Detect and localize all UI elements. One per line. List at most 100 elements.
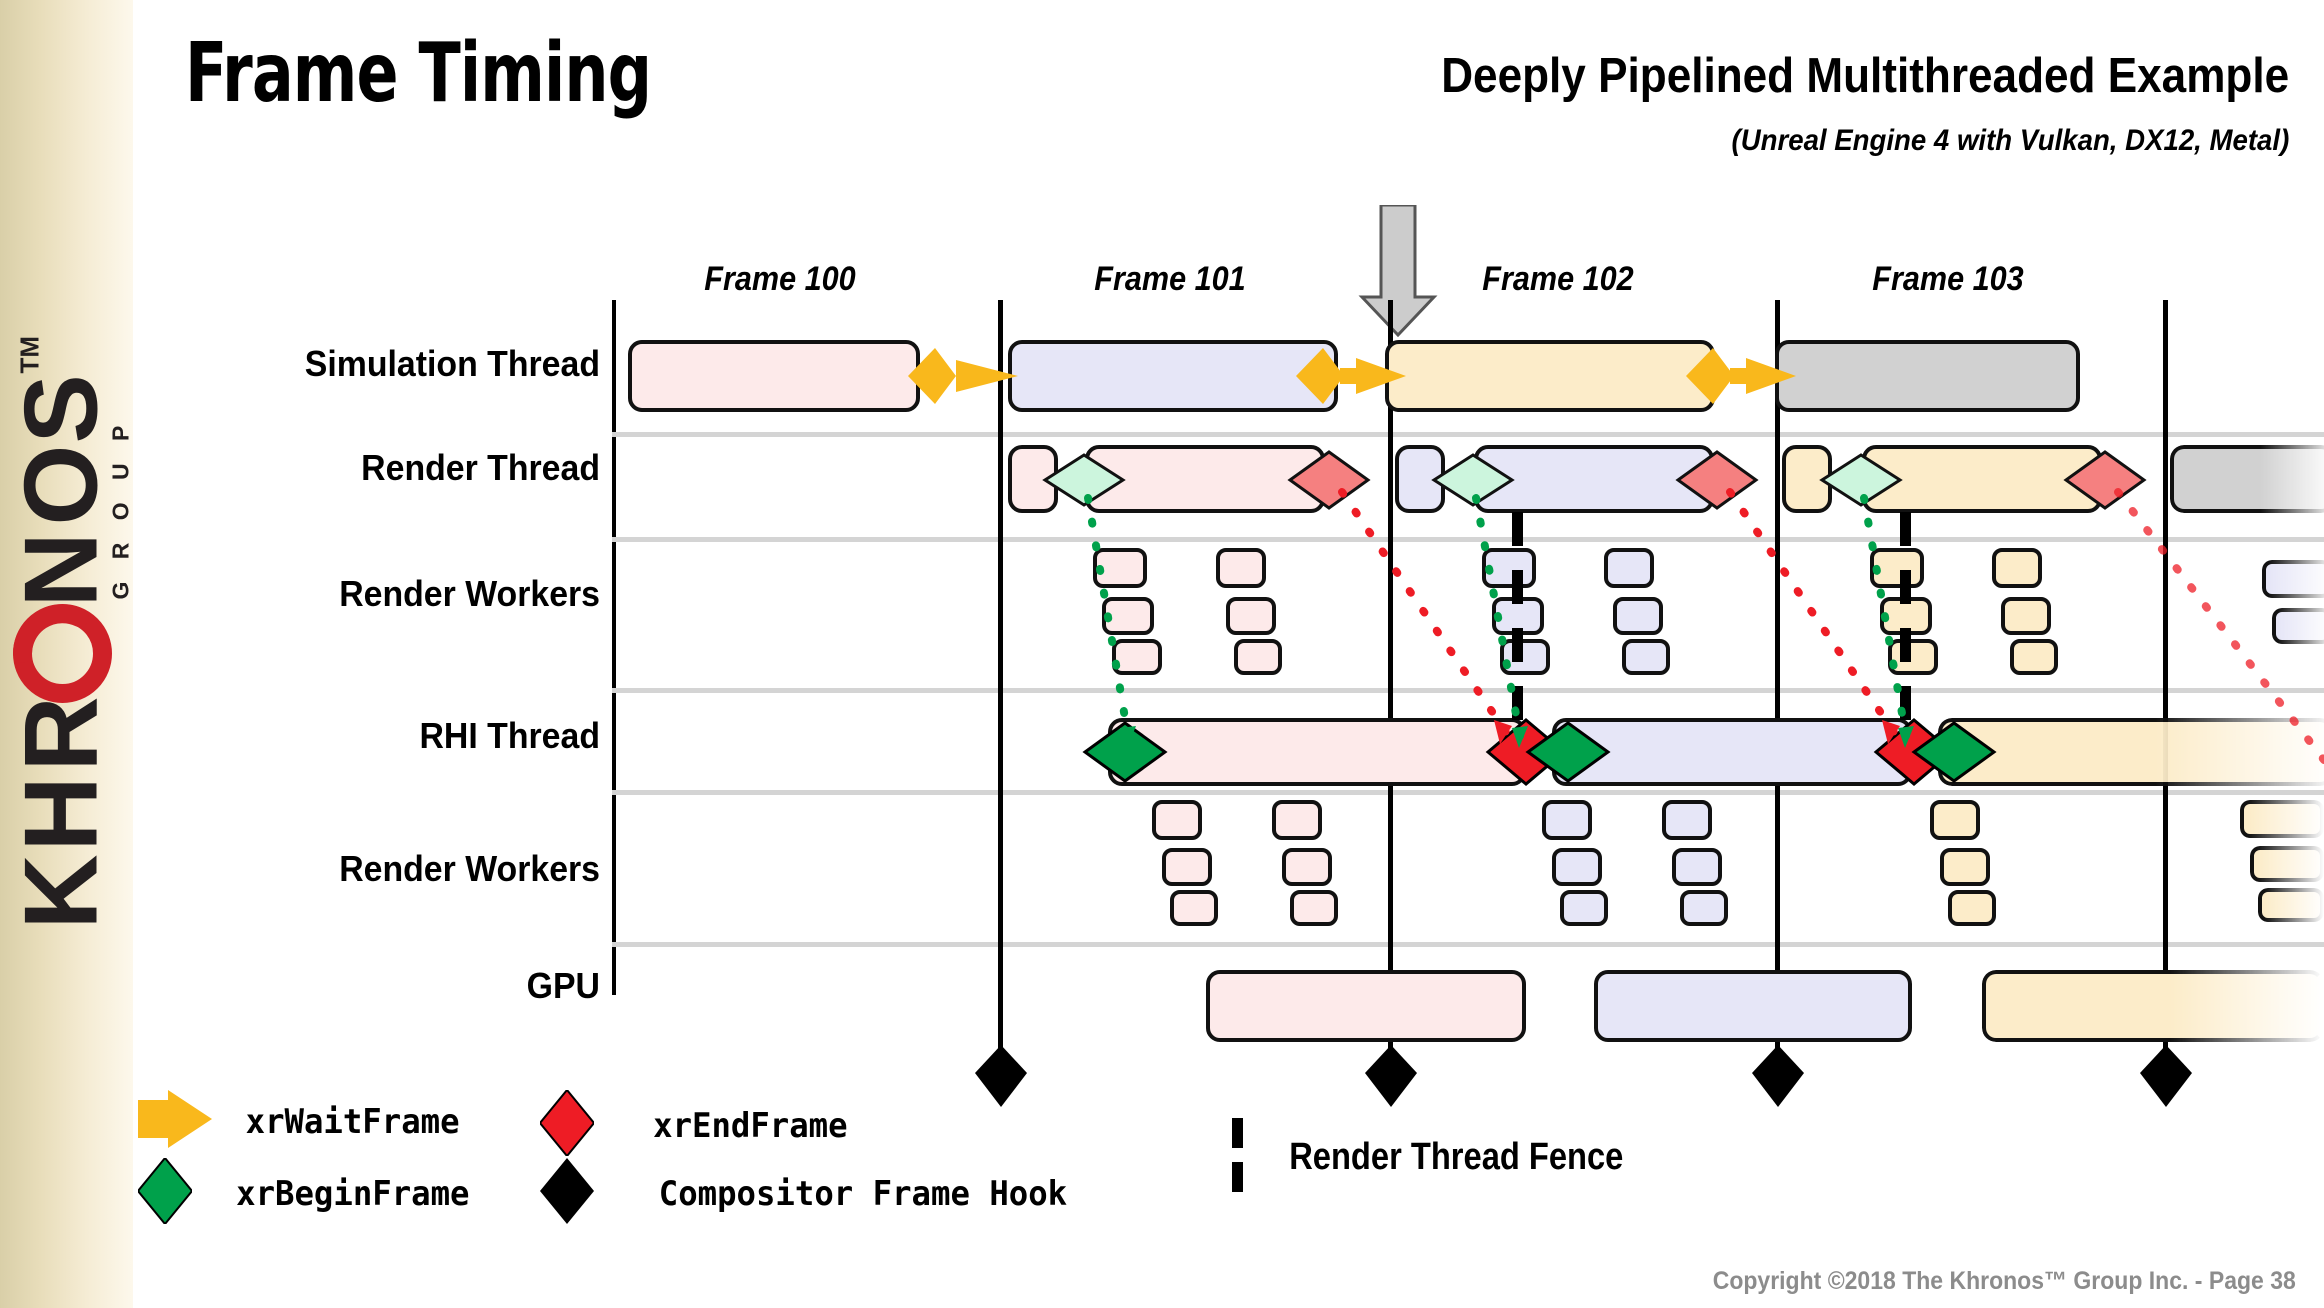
page-title: Frame Timing (185, 26, 652, 121)
legend-item-render-thread-fence[interactable]: Render Thread Fence (1230, 1118, 1651, 1197)
legend-label-xrbeginframe: xrBeginFrame (236, 1173, 470, 1214)
khronos-wordmark-s: S (4, 371, 120, 443)
worker2-block (1940, 848, 1990, 886)
rowsep-4 (612, 790, 2324, 795)
frame-boundary-103-104 (2163, 300, 2168, 1060)
rhi-block-frame100[interactable] (1108, 718, 1526, 786)
render-thread-begin-fence-pale-2 (1431, 453, 1515, 507)
compositor-frame-hook-marker-3 (1752, 1045, 1804, 1107)
worker2-block (1152, 800, 1202, 840)
rowsep-1 (612, 432, 2324, 437)
sim-block-frame103[interactable] (1775, 340, 2080, 412)
worker2-block (1672, 848, 1722, 886)
worker2-block (1552, 848, 1602, 886)
sim-block-frame101[interactable] (1008, 340, 1338, 412)
frame-boundary-100-101 (998, 300, 1003, 1060)
worker2-block (1282, 848, 1332, 886)
render-thread-end-fence-pale-2 (1675, 450, 1759, 510)
worker1-block (1500, 639, 1550, 675)
worker1-block (1234, 639, 1282, 675)
sim-block-frame102[interactable] (1385, 340, 1715, 412)
render-thread-fence-icon (1230, 1118, 1246, 1197)
row-label-rhi-thread: RHI Thread (419, 715, 600, 756)
sim-block-frame100[interactable] (628, 340, 920, 412)
legend-item-xrbeginframe[interactable]: xrBeginFrame (136, 1156, 476, 1229)
rowsep-5 (612, 942, 2324, 947)
worker1-block (1482, 548, 1536, 588)
khronos-tm-icon: TM (15, 336, 45, 374)
row-label-simulation-thread: Simulation Thread (304, 343, 600, 384)
xrbeginframe-marker-2 (1525, 721, 1611, 783)
render-thread-block-frame103[interactable] (2170, 445, 2324, 513)
compositor-frame-hook-marker-4 (2140, 1045, 2192, 1107)
xrbeginframe-icon (136, 1156, 194, 1229)
brand-strip: K H R N O S TM G R O U P (0, 0, 136, 1308)
xrwaitframe-marker-3 (1686, 348, 1796, 404)
worker1-block (2010, 639, 2058, 675)
worker1-block (2001, 597, 2051, 635)
khronos-logo: K H R N O S TM G R O U P (1, 330, 136, 930)
worker1-block (1613, 597, 1663, 635)
gpu-block-frame102[interactable] (1982, 970, 2324, 1042)
legend-label-render-thread-fence: Render Thread Fence (1289, 1136, 1624, 1178)
legend-item-xrendframe[interactable]: xrEndFrame (538, 1088, 853, 1161)
worker1-block (1112, 639, 1162, 675)
compositor-frame-hook-marker-2 (1365, 1045, 1417, 1107)
frame-boundary-102-103 (1775, 300, 1780, 1060)
worker2-block (1170, 890, 1218, 926)
frame-boundary-101-102 (1388, 300, 1393, 1060)
render-thread-fence-2 (1900, 512, 1911, 722)
gpu-block-frame101[interactable] (1594, 970, 1912, 1042)
worker1-block (1888, 639, 1938, 675)
legend-label-xrwaitframe: xrWaitFrame (245, 1101, 460, 1142)
worker2-block (1662, 800, 1712, 840)
row-label-render-workers-2: Render Workers (339, 848, 600, 889)
worker1-block (1604, 548, 1654, 588)
khronos-group-label: G R O U P (108, 418, 134, 600)
worker1-block (1102, 597, 1154, 635)
worker2-block (1560, 890, 1608, 926)
worker1-block (2272, 608, 2324, 644)
subtitle-sub: (Unreal Engine 4 with Vulkan, DX12, Meta… (1731, 124, 2289, 157)
frame-label-100: Frame 100 (704, 260, 856, 298)
copyright-notice: Copyright ©2018 The Khronos™ Group Inc. … (1712, 1267, 2296, 1295)
gpu-block-frame100[interactable] (1206, 970, 1526, 1042)
worker1-block (1870, 548, 1924, 588)
worker2-block (1948, 890, 1996, 926)
frame-pointer-arrow-icon (1358, 203, 1438, 342)
xrbeginframe-marker-3 (1911, 721, 1997, 783)
timeline-axis (612, 300, 616, 995)
subtitle-main: Deeply Pipelined Multithreaded Example (1441, 49, 2289, 103)
legend-label-compositor-frame-hook: Compositor Frame Hook (658, 1173, 1068, 1214)
khronos-wordmark-r: R (4, 693, 120, 771)
worker2-block (1162, 848, 1212, 886)
legend-item-compositor-frame-hook[interactable]: Compositor Frame Hook (540, 1158, 1078, 1229)
rowsep-3 (612, 688, 2324, 693)
xrwaitframe-marker-2 (1296, 348, 1406, 404)
legend-item-xrwaitframe[interactable]: xrWaitFrame (138, 1090, 465, 1153)
worker2-block (1542, 800, 1592, 840)
render-thread-fence-1 (1512, 512, 1523, 722)
worker2-block (1272, 800, 1322, 840)
worker2-block (1290, 890, 1338, 926)
rowsep-2 (612, 537, 2324, 542)
khronos-wordmark-k: K (4, 851, 120, 929)
khronos-logo-svg: K H R N O S TM G R O U P (4, 336, 134, 930)
frame-label-103: Frame 103 (1872, 260, 2024, 298)
worker1-block (1093, 548, 1147, 588)
xrendframe-icon (538, 1088, 596, 1161)
worker2-block (2250, 846, 2324, 882)
khronos-wordmark-o: O (4, 442, 120, 526)
worker1-block (1216, 548, 1266, 588)
xrwaitframe-marker-1 (908, 348, 1018, 404)
worker1-block (1992, 548, 2042, 588)
worker2-block (2240, 800, 2324, 838)
worker1-block (1226, 597, 1276, 635)
worker2-block (2258, 888, 2324, 922)
worker2-block (1680, 890, 1728, 926)
row-label-render-thread: Render Thread (361, 447, 600, 488)
khronos-red-o-icon (13, 604, 112, 703)
compositor-frame-hook-marker-1 (975, 1045, 1027, 1107)
worker1-block (2262, 560, 2324, 598)
